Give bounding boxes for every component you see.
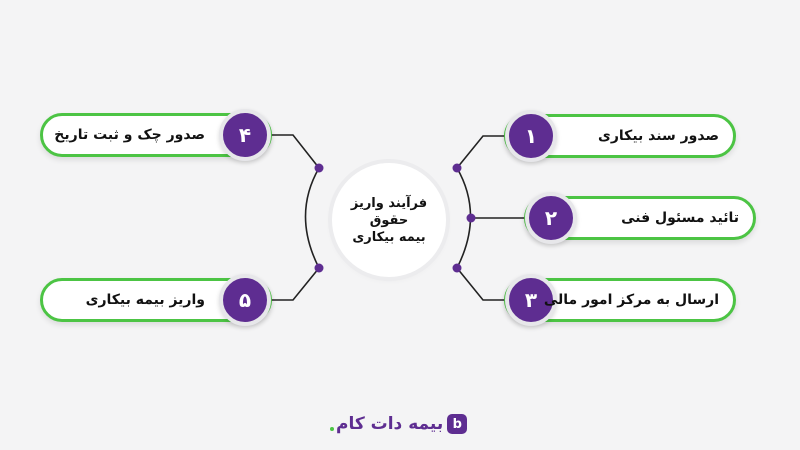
center-node: فرآیند واریز حقوق بیمه بیکاری [332, 163, 446, 277]
step-node-4: ۴ صدور چک و ثبت تاریخ [40, 109, 272, 161]
step-label: صدور سند بیکاری [598, 128, 719, 144]
step-label: ارسال به مرکز امور مالی [543, 292, 719, 308]
connector-dot [452, 263, 462, 273]
logo-dot [330, 427, 334, 431]
step-number-badge: ۱ [505, 110, 557, 162]
logo-text: بیمه دات کام [336, 414, 444, 434]
brand-logo: b بیمه دات کام [330, 410, 468, 438]
left-arc [304, 167, 320, 269]
connector-step-5 [266, 267, 320, 301]
connector-dot [466, 213, 476, 223]
step-node-2: ۲ تائید مسئول فنی [524, 192, 756, 244]
connector-dot [314, 263, 324, 273]
step-node-5: ۵ واریز بیمه بیکاری [40, 274, 272, 326]
step-number-badge: ۴ [219, 109, 271, 161]
connector-dot [452, 163, 462, 173]
logo-mark-icon: b [447, 414, 468, 434]
step-number-badge: ۲ [525, 192, 577, 244]
step-number-badge: ۳ [505, 274, 557, 326]
step-node-3: ۳ ارسال به مرکز امور مالی [504, 274, 736, 326]
center-title-line-2: حقوق [369, 212, 409, 228]
center-title-line-3: بیمه بیکاری [352, 229, 426, 245]
step-node-1: ۱ صدور سند بیکاری [504, 110, 736, 162]
connector-step-3 [456, 267, 510, 301]
step-label: صدور چک و ثبت تاریخ [54, 127, 205, 143]
connector-step-4 [266, 134, 320, 169]
connector-dot [314, 163, 324, 173]
step-label: واریز بیمه بیکاری [85, 292, 205, 308]
step-label: تائید مسئول فنی [621, 210, 739, 226]
step-number-badge: ۵ [219, 274, 271, 326]
connector-step-1 [456, 135, 510, 169]
center-title-line-1: فرآیند واریز [350, 195, 428, 211]
